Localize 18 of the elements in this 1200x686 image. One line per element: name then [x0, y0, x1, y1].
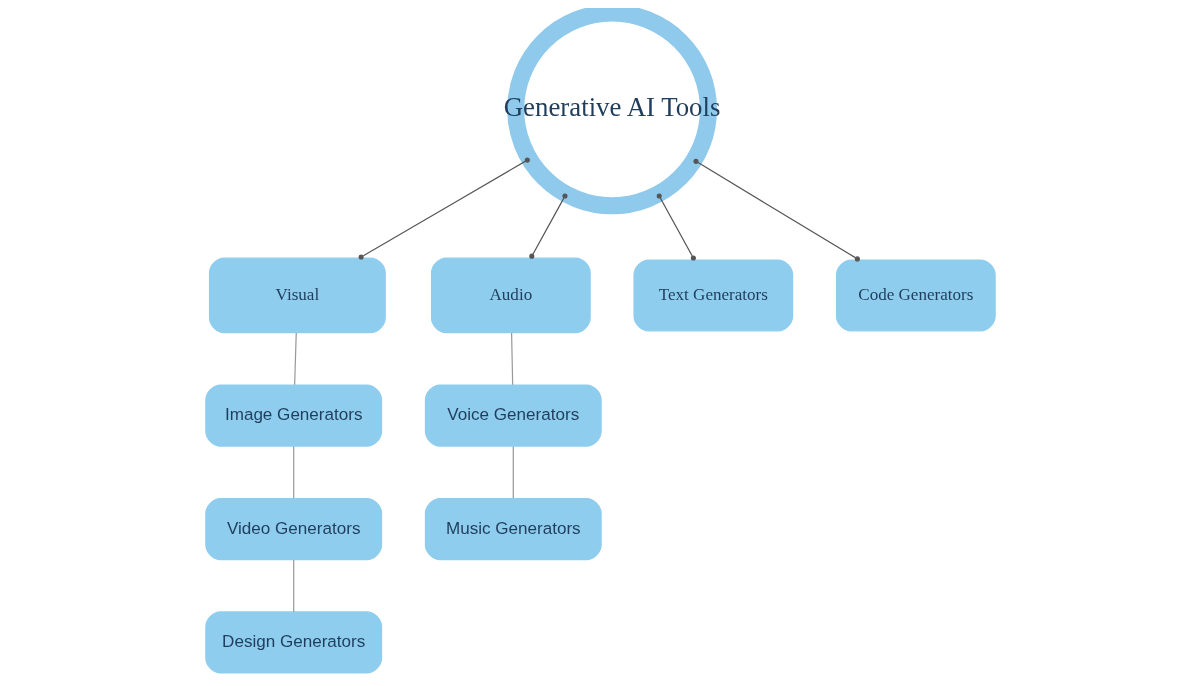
node-box: Image Generators — [204, 384, 382, 447]
node-box: Music Generators — [424, 497, 602, 561]
node-box: Audio — [430, 257, 591, 334]
connector — [358, 157, 530, 260]
connector — [510, 332, 513, 386]
connector — [528, 193, 568, 259]
node-box: Visual — [208, 257, 386, 334]
node-box: Text Generators — [632, 259, 793, 332]
connector — [512, 445, 514, 499]
node-box: Code Generators — [835, 259, 996, 332]
connector — [292, 445, 294, 499]
connector — [293, 332, 297, 386]
node-box: Design Generators — [204, 611, 382, 674]
connector — [292, 559, 294, 613]
node-box: Voice Generators — [424, 384, 602, 447]
connector — [656, 193, 696, 261]
node-box: Video Generators — [204, 497, 382, 561]
connector — [692, 158, 860, 262]
